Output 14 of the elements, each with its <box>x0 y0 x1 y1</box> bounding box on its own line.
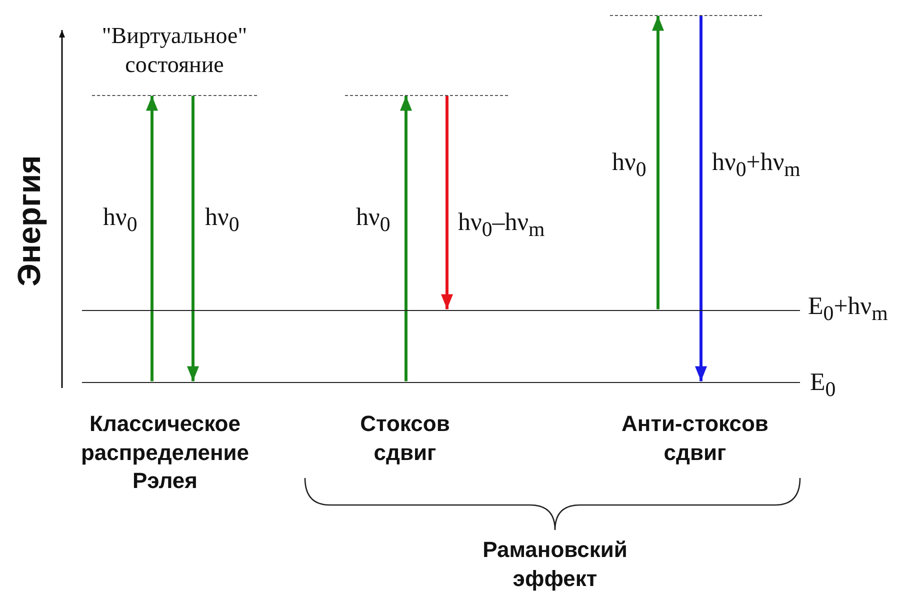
group-label: Рамановский эффект <box>482 536 628 593</box>
state-label: "Виртуальное" состояние <box>100 22 248 79</box>
column-label: Классическое распределение Рэлея <box>80 410 250 496</box>
column-label: Анти-стоксов сдвиг <box>620 410 770 467</box>
level-label: E$_{0}$ <box>810 370 836 400</box>
arrow <box>695 16 707 382</box>
arrow <box>187 96 199 382</box>
arrow <box>146 96 158 382</box>
axis-label: Энергия <box>10 154 48 288</box>
level-label: E$_{0}$+hν$_{m}$ <box>808 294 888 324</box>
column-label: Стоксов сдвиг <box>359 410 451 467</box>
arrow <box>652 16 664 310</box>
arrow <box>400 96 412 382</box>
arrow <box>441 96 453 310</box>
